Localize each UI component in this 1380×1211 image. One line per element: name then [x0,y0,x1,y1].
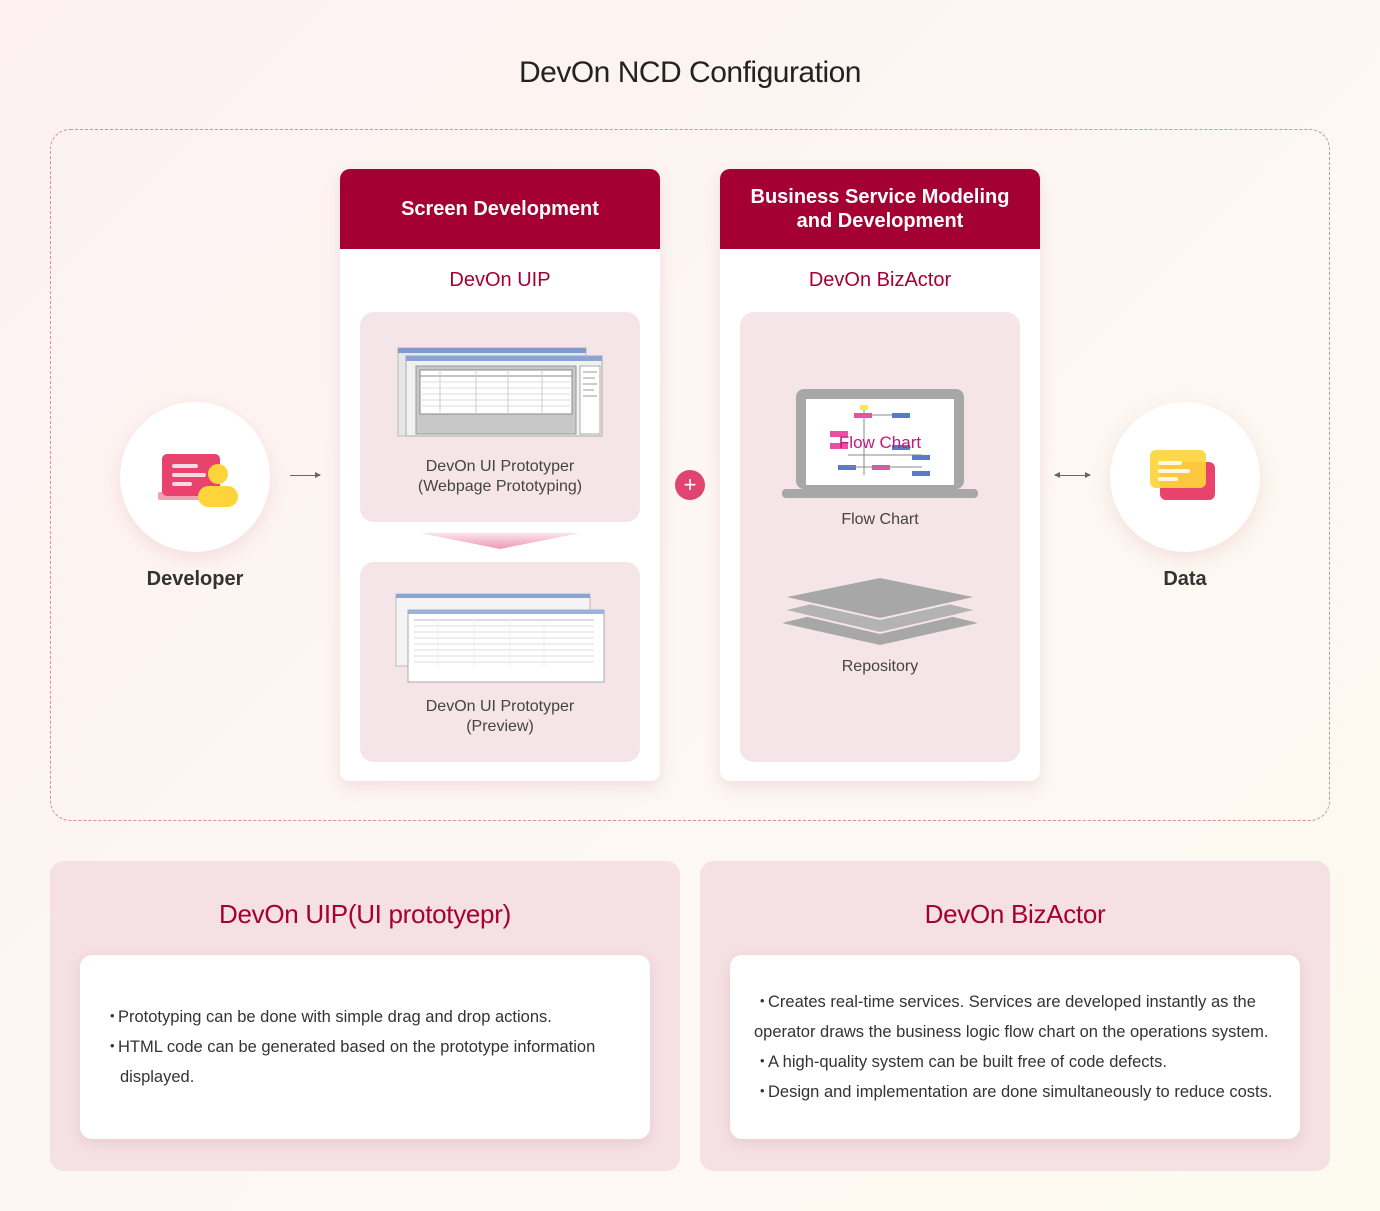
down-chevron-icon [420,533,580,549]
prototyper-window-illustration [397,347,603,437]
list-item: ・A high-quality system can be built free… [754,1053,1167,1071]
webpage-prototyping-line1: DevOn UI Prototyper [425,458,575,475]
data-circle [1110,402,1260,552]
devon-bizactor-subtitle: DevOn BizActor [808,269,952,291]
preview-line2: (Preview) [466,718,534,735]
webpage-prototyping-box: DevOn UI Prototyper (Webpage Prototyping… [360,312,640,522]
developer-arrow [290,472,321,478]
repository-label: Repository [841,658,919,675]
preview-window-illustration [395,593,605,683]
developer-label: Developer [146,568,244,590]
flowchart-label: Flow Chart [841,511,919,528]
preview-box: DevOn UI Prototyper (Preview) [360,562,640,762]
bizactor-description-list: ・Creates real-time services. Services ar… [730,955,1300,1139]
business-service-header-line2: and Development [796,210,964,232]
bizactor-box: Flow Chart Flow Chart Repository [740,312,1020,762]
preview-line1: DevOn UI Prototyper [425,698,575,715]
business-service-card: Business Service Modeling and Developmen… [720,169,1040,781]
bizactor-description-title: DevOn BizActor [924,899,1106,929]
list-item: ・Creates real-time services. Services ar… [754,993,1269,1041]
flowchart-screen-text: Flow Chart [839,433,921,452]
uip-description-list: ・Prototyping can be done with simple dra… [80,955,650,1139]
business-service-header: Business Service Modeling and Developmen… [720,169,1040,249]
screen-development-card: Screen Development DevOn UIP [340,169,660,781]
laptop-icon: Flow Chart [782,389,978,498]
webpage-prototyping-line2: (Webpage Prototyping) [417,478,583,495]
configuration-frame [50,129,1330,821]
list-item: ・HTML code can be generated based on the… [104,1038,596,1086]
uip-description-title: DevOn UIP(UI prototyepr) [219,899,511,929]
business-service-header-line1: Business Service Modeling [750,186,1010,208]
page-title: DevOn NCD Configuration [519,56,861,89]
bizactor-description-card: DevOn BizActor ・Creates real-time servic… [700,861,1330,1171]
data-icon [1150,450,1215,500]
devon-uip-subtitle: DevOn UIP [449,269,551,291]
data-arrow [1054,472,1091,478]
uip-description-card: DevOn UIP(UI prototyepr) ・Prototyping ca… [50,861,680,1171]
data-label: Data [1163,568,1207,590]
list-item: ・Design and implementation are done simu… [754,1083,1273,1101]
repository-icon [782,577,978,645]
plus-icon: + [675,470,705,500]
list-item: ・Prototyping can be done with simple dra… [104,1008,552,1026]
screen-development-header: Screen Development [340,169,660,249]
developer-icon [158,454,238,507]
developer-circle [120,402,270,552]
